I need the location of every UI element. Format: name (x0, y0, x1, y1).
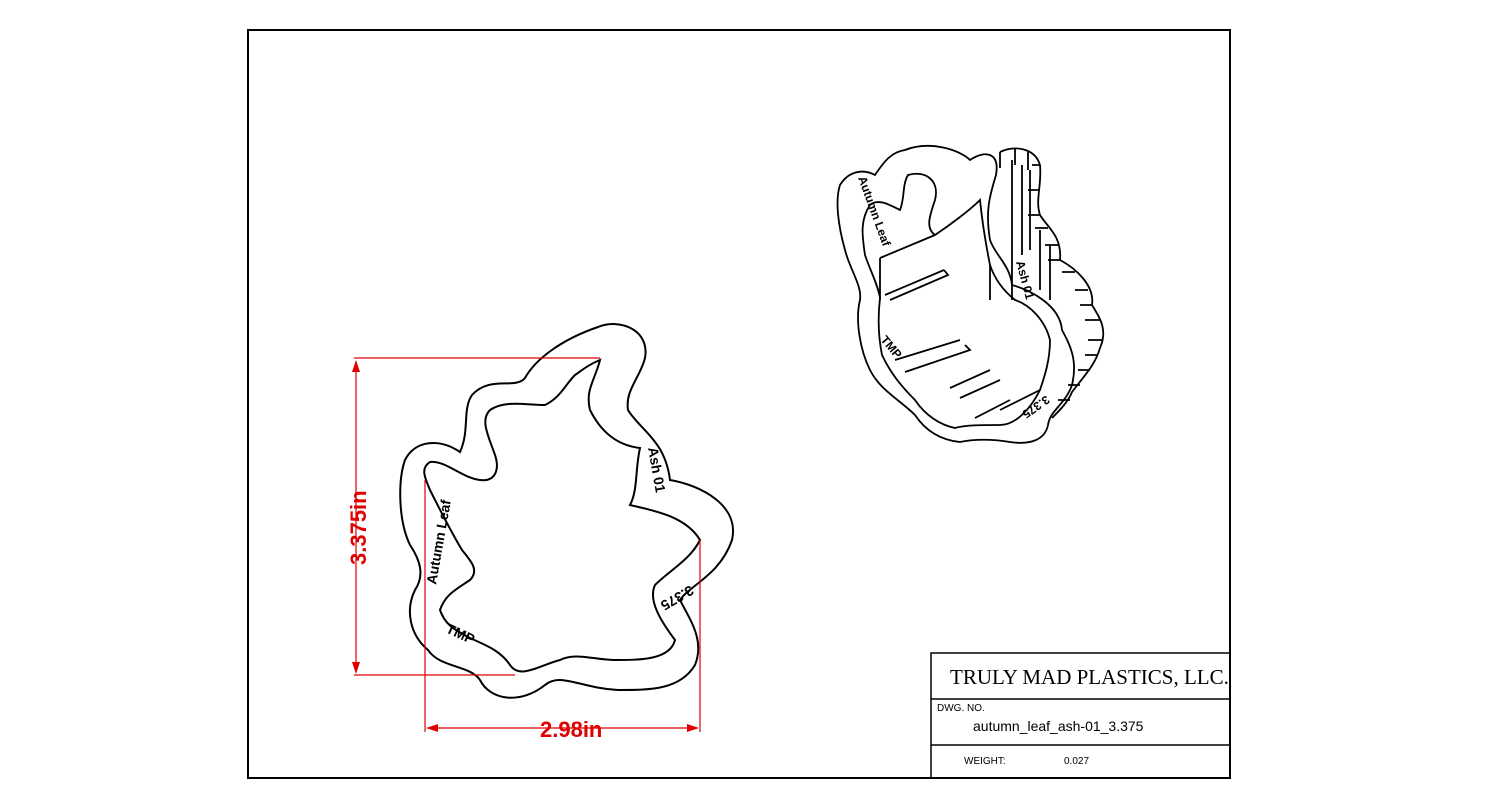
isometric-view (836, 145, 1105, 444)
title-block (930, 652, 1231, 779)
front-engraving-autumn-leaf: Autumn Leaf (423, 498, 454, 585)
iso-back-outline (999, 147, 1105, 419)
iso-front-outline (836, 145, 1075, 444)
sheet-border (247, 29, 1231, 779)
width-dimension-label: 2.98in (540, 717, 602, 742)
inner-outline (423, 358, 702, 673)
iso-engraving-ash: Ash 01 (1013, 259, 1037, 301)
dimension-arrows (352, 360, 699, 732)
iso-inner-outline (861, 172, 1051, 429)
weight-label: WEIGHT: (964, 756, 1006, 767)
front-engraving-size: 3.375 (658, 582, 697, 613)
front-engraving-tmp: TMP (444, 620, 478, 647)
iso-engraving-autumn-leaf: Autumn Leaf (855, 174, 894, 249)
weight-value: 0.027 (1064, 756, 1089, 767)
dwg-no-label: DWG. NO. (937, 703, 985, 714)
dimension-lines (354, 357, 701, 732)
outer-outline (399, 323, 735, 699)
iso-engraving-tmp: TMP (878, 333, 905, 361)
company-name: TRULY MAD PLASTICS, LLC. (950, 665, 1229, 689)
front-view (399, 323, 735, 699)
front-engraving-ash: Ash 01 (645, 446, 669, 494)
height-dimension-label: 3.375in (346, 490, 371, 565)
dwg-no-value: autumn_leaf_ash-01_3.375 (973, 718, 1144, 734)
